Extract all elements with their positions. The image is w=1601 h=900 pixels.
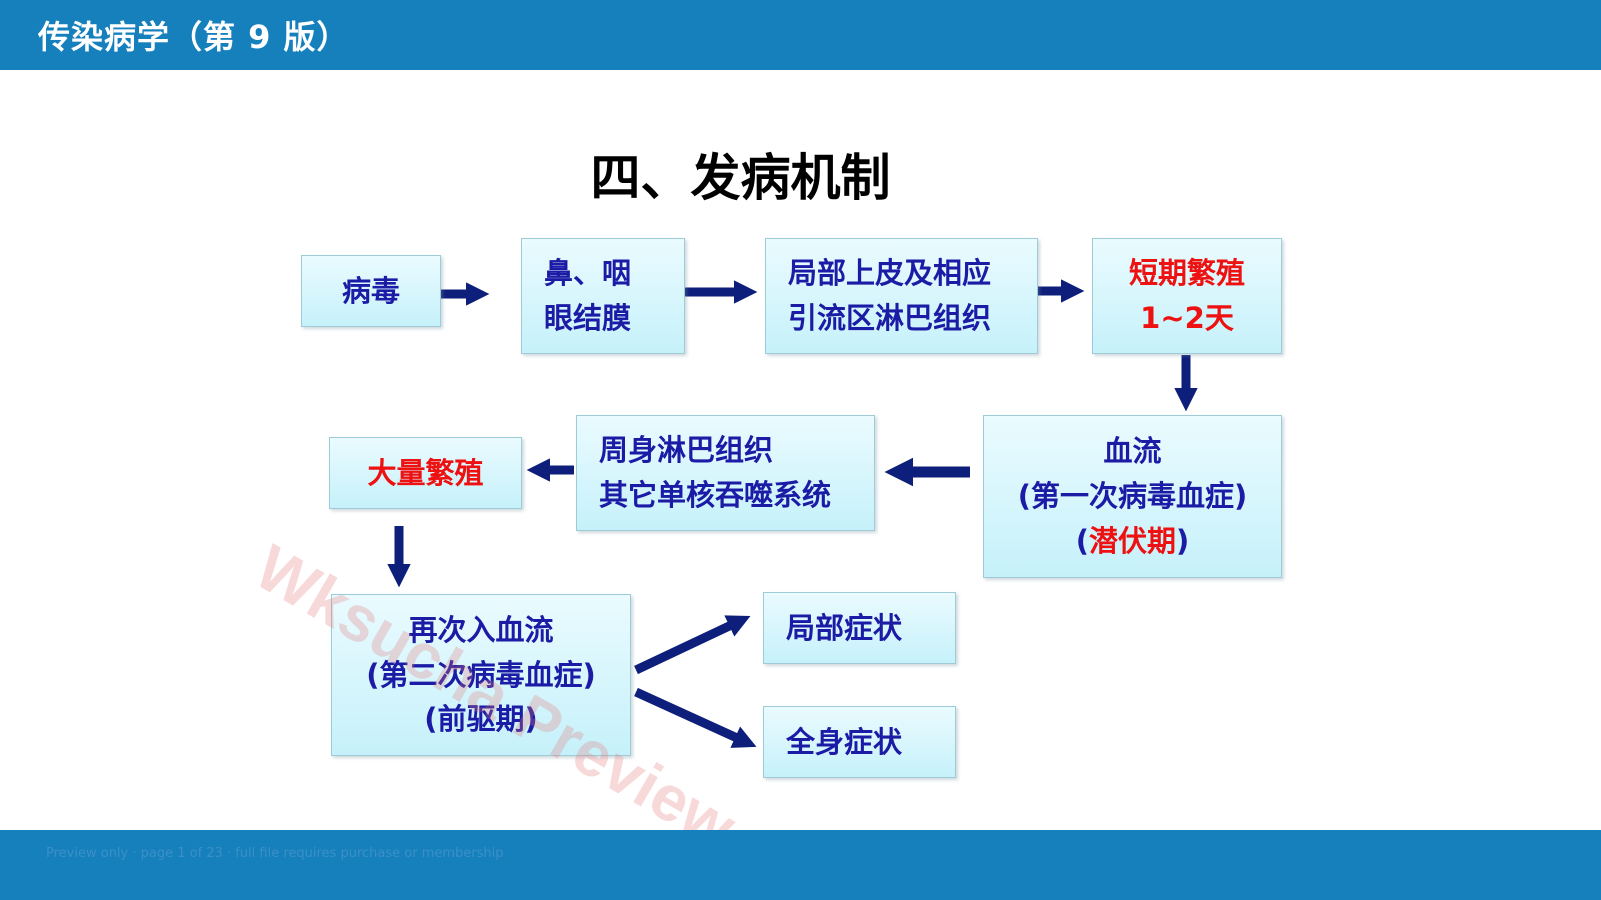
node-blood-first-line2: (第一次病毒血症)	[1017, 479, 1248, 514]
node-local-epithelium-line1: 局部上皮及相应	[788, 256, 992, 291]
header-title: 传染病学（第 9 版）	[38, 18, 350, 56]
node-local-symptoms: 局部症状	[763, 592, 956, 664]
node-blood-second-line3: (前驱期)	[424, 702, 538, 737]
node-blood-first-line1: 血流	[1103, 434, 1162, 469]
node-short-replication-line2: 1~2天	[1140, 301, 1234, 335]
footer-bar: Preview only · page 1 of 23 · full file …	[0, 830, 1601, 900]
node-short-replication-line1: 短期繁殖	[1128, 256, 1245, 291]
node-lymph-system-line1: 周身淋巴组织	[599, 433, 774, 468]
node-lymph-system: 周身淋巴组织 其它单核吞噬系统	[576, 415, 875, 531]
latent-period-label: 潜伏期	[1088, 523, 1176, 558]
footer-note: Preview only · page 1 of 23 · full file …	[46, 846, 504, 861]
arrow-to-systemic-symptoms	[634, 687, 757, 748]
node-local-epithelium-line2: 引流区淋巴组织	[788, 301, 992, 335]
node-blood-second: 再次入血流 (第二次病毒血症) (前驱期)	[331, 594, 631, 756]
node-nose-throat: 鼻、咽 眼结膜	[521, 238, 685, 354]
node-blood-first-line3: (潜伏期)	[1076, 519, 1190, 564]
slide-title: 四、发病机制	[590, 149, 891, 207]
node-local-epithelium: 局部上皮及相应 引流区淋巴组织	[765, 238, 1038, 354]
node-blood-second-line2: (第二次病毒血症)	[366, 657, 596, 692]
node-short-replication: 短期繁殖 1~2天	[1092, 238, 1282, 354]
node-virus-text: 病毒	[341, 273, 400, 308]
node-systemic-symptoms-text: 全身症状	[786, 724, 903, 759]
node-systemic-symptoms: 全身症状	[763, 706, 956, 778]
node-nose-throat-line2: 眼结膜	[544, 301, 632, 335]
header-bar: 传染病学（第 9 版）	[0, 0, 1601, 70]
paren-open: (	[1075, 523, 1089, 558]
node-mass-replication-text: 大量繁殖	[367, 455, 484, 490]
paren-close: )	[1176, 523, 1190, 558]
arrow-to-local-symptoms	[634, 615, 751, 675]
node-nose-throat-line1: 鼻、咽	[544, 256, 632, 291]
node-mass-replication: 大量繁殖	[329, 437, 522, 509]
node-local-symptoms-text: 局部症状	[786, 610, 903, 645]
node-virus: 病毒	[301, 255, 441, 327]
node-blood-first: 血流 (第一次病毒血症) (潜伏期)	[983, 415, 1282, 578]
node-lymph-system-line2: 其它单核吞噬系统	[599, 478, 832, 512]
node-blood-second-line1: 再次入血流	[408, 612, 554, 647]
